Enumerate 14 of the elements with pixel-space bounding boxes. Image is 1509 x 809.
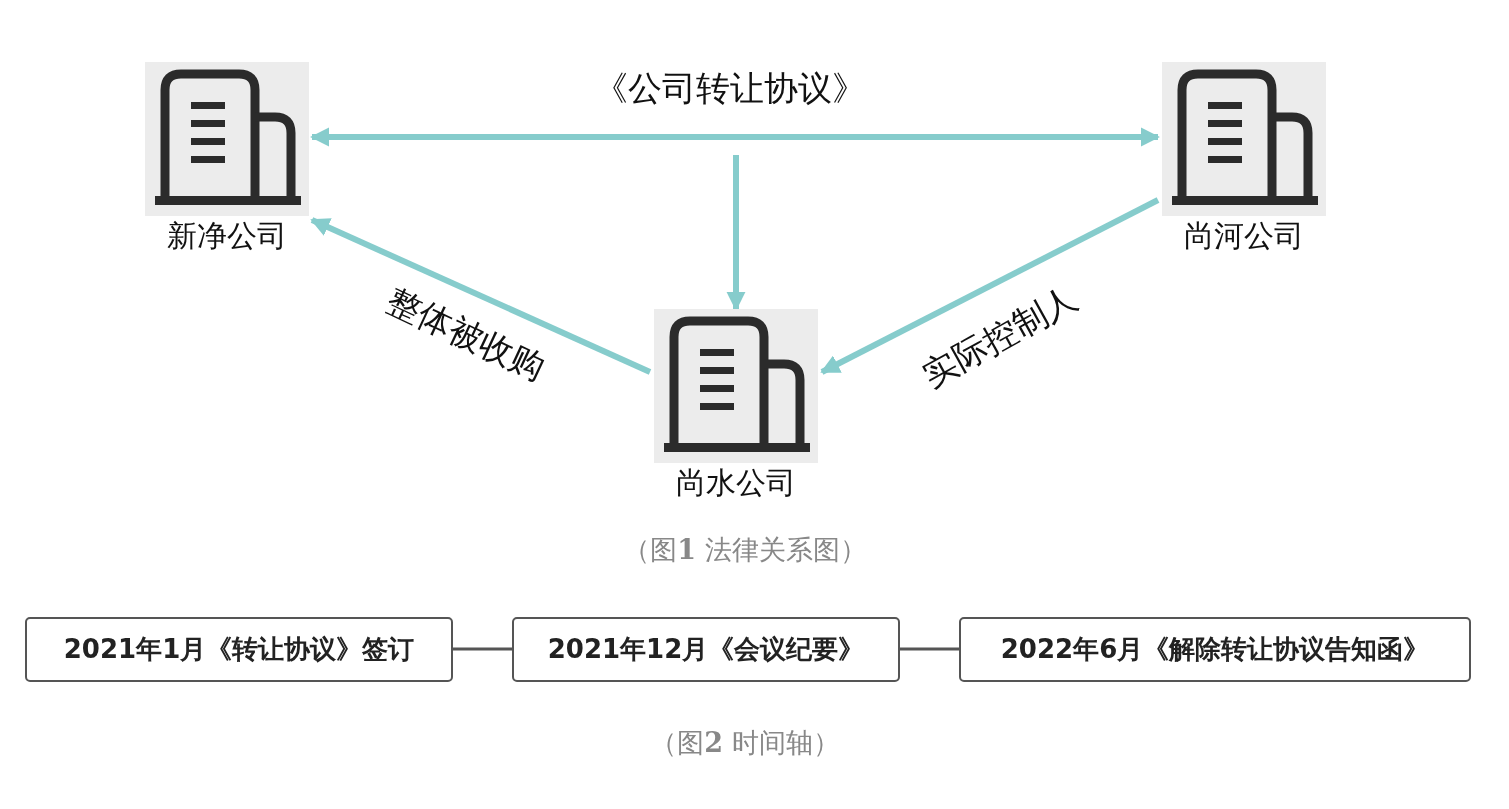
timeline-box: 2021年12月《会议纪要》 xyxy=(512,617,900,682)
arrow xyxy=(310,127,1160,147)
timeline-box: 2022年6月《解除转让协议告知函》 xyxy=(959,617,1471,682)
company-name: 尚河公司 xyxy=(1184,218,1304,254)
connector-line xyxy=(900,647,959,651)
company-name: 新净公司 xyxy=(167,218,287,254)
figure-caption: （图1 法律关系图） xyxy=(623,533,867,567)
company-name: 尚水公司 xyxy=(676,465,796,501)
arrow xyxy=(820,197,1160,375)
arrow xyxy=(726,155,746,311)
figure-caption: （图2 时间轴） xyxy=(650,726,840,760)
connector-line xyxy=(453,647,512,651)
arrow xyxy=(310,217,652,375)
timeline-box: 2021年1月《转让协议》签订 xyxy=(25,617,453,682)
